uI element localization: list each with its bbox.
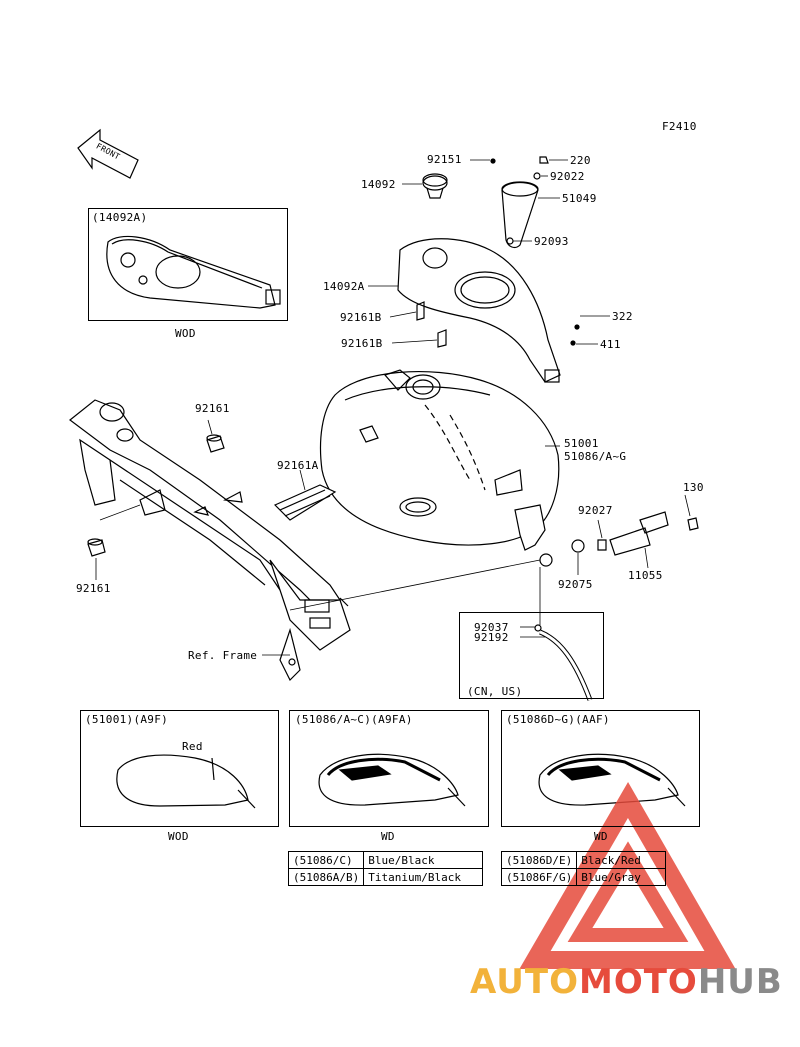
front-arrow-icon [77, 128, 139, 179]
callout-51086: 51086/A~G [564, 450, 627, 463]
callout-92161b-1: 92161B [340, 311, 382, 324]
part-code: (51086/C) [287, 851, 365, 869]
callout-92022: 92022 [550, 170, 585, 183]
tank-console-cover [397, 238, 580, 383]
variant-box-2 [289, 710, 489, 827]
table-row: (51086F/G) Blue/Gray [500, 868, 667, 886]
callout-ref-frame: Ref. Frame [188, 649, 258, 662]
callout-92161-top: 92161 [195, 402, 230, 415]
callout-51001: 51001 [564, 437, 599, 450]
variant-1-title: (51001)(A9F) [85, 713, 169, 726]
frame-drawing [69, 399, 351, 682]
inset-cnus-caption: (CN, US) [467, 685, 523, 698]
callout-92027: 92027 [578, 504, 613, 517]
variant-1-caption: WOD [168, 830, 189, 843]
color-table-left: (51086/C) Blue/Black (51086A/B) Titanium… [287, 851, 484, 886]
table-row: (51086D/E) Black/Red [500, 851, 667, 869]
variant-box-3 [501, 710, 700, 827]
callout-92075: 92075 [558, 578, 593, 591]
color-table-right: (51086D/E) Black/Red (51086F/G) Blue/Gra… [500, 851, 667, 886]
watermark-part-1: AUTO [470, 962, 579, 1002]
callout-92161-bottom: 92161 [76, 582, 111, 595]
variant-tank-drawings [116, 753, 686, 809]
variant-2-title: (51086/A~C)(A9FA) [295, 713, 413, 726]
part-code: (51086D/E) [500, 851, 578, 869]
part-code: (51086A/B) [287, 868, 365, 886]
callout-11055: 11055 [628, 569, 663, 582]
callout-92093: 92093 [534, 235, 569, 248]
callout-92192: 92192 [474, 631, 509, 644]
fuel-tank [319, 369, 560, 567]
fuel-hose [534, 624, 593, 701]
watermark-text: AUTOMOTOHUB [470, 962, 783, 1002]
rubber-pads [87, 434, 337, 557]
variant-2-caption: WD [381, 830, 395, 843]
callout-322: 322 [612, 310, 633, 323]
callout-130: 130 [683, 481, 704, 494]
inset-cnus-box [459, 612, 604, 699]
inset-14092a-caption: WOD [175, 327, 196, 340]
callout-411: 411 [600, 338, 621, 351]
inset-14092a-title: (14092A) [92, 211, 148, 224]
callout-14092a: 14092A [323, 280, 365, 293]
fuel-valve-parts [571, 511, 699, 556]
callout-51049: 51049 [562, 192, 597, 205]
inset-14092a-box [88, 208, 288, 321]
callout-92161b-2: 92161B [341, 337, 383, 350]
leader-lines [95, 159, 691, 656]
table-row: (51086A/B) Titanium/Black [287, 868, 484, 886]
watermark-part-2: MOTO [578, 962, 698, 1002]
callout-92161a: 92161A [277, 459, 319, 472]
callout-92037: 92037 [474, 621, 509, 634]
fuel-cap-parts [422, 156, 549, 249]
watermark-part-3: HUB [697, 962, 783, 1002]
callout-220: 220 [570, 154, 591, 167]
color-name: Blue/Black [363, 851, 484, 869]
color-name: Black/Red [576, 851, 667, 869]
figure-code: F2410 [662, 120, 697, 133]
variant-3-caption: WD [594, 830, 608, 843]
callout-92151: 92151 [427, 153, 462, 166]
variant-3-title: (51086D~G)(AAF) [506, 713, 610, 726]
variant-box-1 [80, 710, 279, 827]
color-name: Blue/Gray [576, 868, 667, 886]
tank-cover-inset-drawing [106, 235, 281, 309]
part-code: (51086F/G) [500, 868, 578, 886]
color-name: Titanium/Black [363, 868, 484, 886]
variant-1-note: Red [182, 740, 203, 753]
callout-14092: 14092 [361, 178, 396, 191]
table-row: (51086/C) Blue/Black [287, 851, 484, 869]
